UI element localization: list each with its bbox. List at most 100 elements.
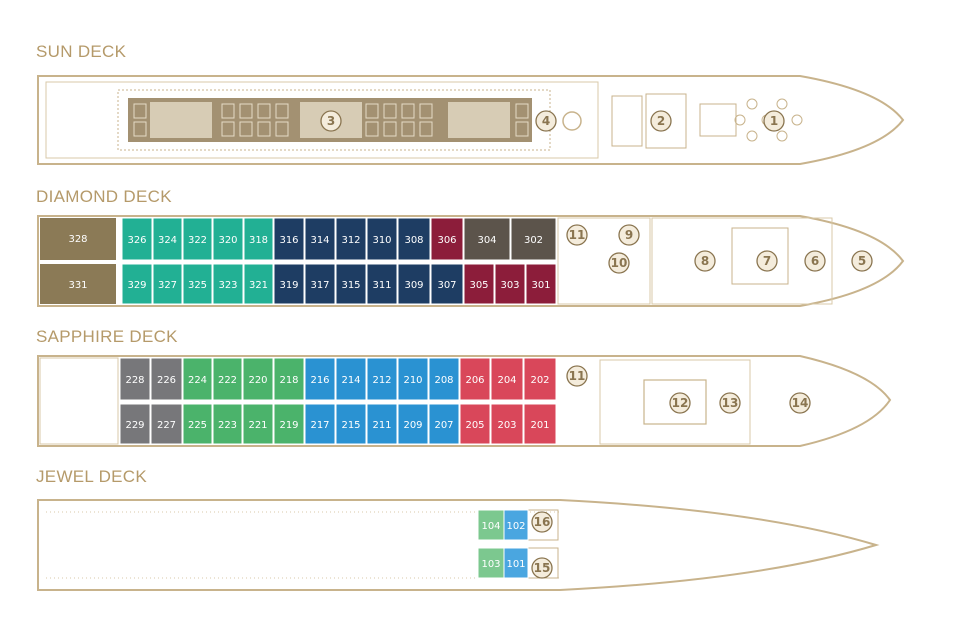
cabin[interactable]: 317 <box>304 263 336 305</box>
cabin[interactable]: 316 <box>273 217 305 261</box>
location-badge[interactable]: 9 <box>618 224 640 246</box>
badge-circle[interactable] <box>719 392 741 414</box>
location-badge[interactable]: 5 <box>851 250 873 272</box>
cabin-block[interactable] <box>304 357 336 401</box>
cabin[interactable]: 322 <box>182 217 213 261</box>
badge-circle[interactable] <box>851 250 873 272</box>
location-badge[interactable]: 10 <box>608 252 630 274</box>
cabin-block[interactable] <box>335 403 367 445</box>
cabin-block[interactable] <box>150 403 183 445</box>
cabin[interactable]: 314 <box>304 217 336 261</box>
cabin-block[interactable] <box>503 547 529 579</box>
cabin[interactable]: 223 <box>212 403 243 445</box>
cabin[interactable]: 329 <box>121 263 153 305</box>
cabin[interactable]: 319 <box>273 263 305 305</box>
badge-circle[interactable] <box>669 392 691 414</box>
cabin-block[interactable] <box>397 263 431 305</box>
cabin-block[interactable] <box>182 217 213 261</box>
badge-circle[interactable] <box>618 224 640 246</box>
location-badge[interactable]: 11 <box>566 224 588 246</box>
location-badge[interactable]: 1 <box>763 110 785 132</box>
cabin[interactable]: 214 <box>335 357 367 401</box>
badge-circle[interactable] <box>566 224 588 246</box>
badge-circle[interactable] <box>694 250 716 272</box>
cabin[interactable]: 217 <box>304 403 336 445</box>
cabin[interactable]: 225 <box>182 403 213 445</box>
cabin-block[interactable] <box>494 263 526 305</box>
cabin-block[interactable] <box>121 263 153 305</box>
cabin[interactable]: 207 <box>428 403 460 445</box>
cabin[interactable]: 326 <box>121 217 153 261</box>
cabin[interactable]: 321 <box>243 263 274 305</box>
cabin[interactable]: 308 <box>397 217 431 261</box>
cabin-block[interactable] <box>490 403 524 445</box>
badge-circle[interactable] <box>608 252 630 274</box>
cabin-block[interactable] <box>243 263 274 305</box>
cabin-block[interactable] <box>304 263 336 305</box>
cabin[interactable]: 208 <box>428 357 460 401</box>
cabin-block[interactable] <box>212 357 243 401</box>
cabin[interactable]: 323 <box>212 263 244 305</box>
cabin-block[interactable] <box>397 357 429 401</box>
location-badge[interactable]: 7 <box>756 250 778 272</box>
location-badge[interactable]: 8 <box>694 250 716 272</box>
cabin-block[interactable] <box>428 403 460 445</box>
cabin-block[interactable] <box>397 403 429 445</box>
badge-circle[interactable] <box>789 392 811 414</box>
cabin[interactable]: 216 <box>304 357 336 401</box>
cabin[interactable]: 327 <box>152 263 183 305</box>
cabin[interactable]: 212 <box>366 357 398 401</box>
cabin[interactable]: 224 <box>182 357 213 401</box>
cabin-block[interactable] <box>430 263 464 305</box>
cabin-block[interactable] <box>150 357 183 401</box>
cabin-block[interactable] <box>366 263 398 305</box>
cabin[interactable]: 301 <box>525 263 557 305</box>
cabin-block[interactable] <box>477 509 505 541</box>
cabin-block[interactable] <box>212 403 243 445</box>
cabin-block[interactable] <box>503 509 529 541</box>
cabin-block[interactable] <box>304 403 336 445</box>
cabin[interactable]: 318 <box>243 217 274 261</box>
cabin[interactable]: 229 <box>119 403 151 445</box>
cabin-block[interactable] <box>212 263 244 305</box>
cabin[interactable]: 203 <box>490 403 524 445</box>
cabin[interactable]: 220 <box>242 357 274 401</box>
cabin[interactable]: 215 <box>335 403 367 445</box>
cabin-block[interactable] <box>366 357 398 401</box>
cabin-block[interactable] <box>459 357 491 401</box>
location-badge[interactable]: 15 <box>531 557 553 579</box>
badge-circle[interactable] <box>531 511 553 533</box>
badge-circle[interactable] <box>566 365 588 387</box>
cabin-block[interactable] <box>335 357 367 401</box>
cabin-block[interactable] <box>430 217 464 261</box>
cabin-block[interactable] <box>182 263 213 305</box>
cabin[interactable]: 210 <box>397 357 429 401</box>
cabin[interactable]: 310 <box>366 217 398 261</box>
cabin-block[interactable] <box>428 357 460 401</box>
cabin[interactable]: 202 <box>523 357 557 401</box>
cabin[interactable]: 204 <box>490 357 524 401</box>
location-badge[interactable]: 6 <box>804 250 826 272</box>
cabin[interactable]: 219 <box>273 403 305 445</box>
cabin-block[interactable] <box>304 217 336 261</box>
cabin-block[interactable] <box>463 263 495 305</box>
cabin[interactable]: 309 <box>397 263 431 305</box>
badge-circle[interactable] <box>756 250 778 272</box>
cabin[interactable]: 205 <box>459 403 491 445</box>
badge-circle[interactable] <box>650 110 672 132</box>
cabin[interactable]: 320 <box>212 217 244 261</box>
cabin-block[interactable] <box>273 217 305 261</box>
cabin[interactable]: 324 <box>152 217 183 261</box>
cabin[interactable]: 305 <box>463 263 495 305</box>
cabin-block[interactable] <box>242 357 274 401</box>
cabin[interactable]: 227 <box>150 403 183 445</box>
cabin-block[interactable] <box>525 263 557 305</box>
cabin[interactable]: 209 <box>397 403 429 445</box>
cabin[interactable]: 221 <box>242 403 274 445</box>
location-badge[interactable]: 11 <box>566 365 588 387</box>
location-badge[interactable]: 4 <box>535 110 557 132</box>
cabin-block[interactable] <box>182 357 213 401</box>
cabin-block[interactable] <box>366 217 398 261</box>
cabin-block[interactable] <box>366 403 398 445</box>
cabin-block[interactable] <box>119 357 151 401</box>
